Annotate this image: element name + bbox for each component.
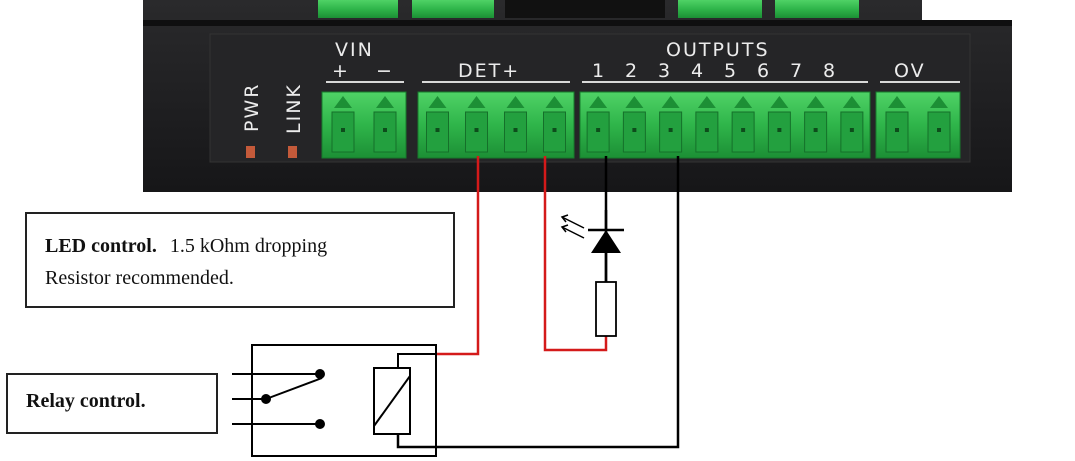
controller-device: VIN + − DET+ OUTPUTS 1 2 3 4 5 6 7 8 OV … xyxy=(143,0,1012,192)
terminal-screw xyxy=(668,128,673,132)
terminal-arrow-icon xyxy=(428,96,447,108)
terminal-screw xyxy=(552,128,557,132)
relay-control-note: Relay control. xyxy=(6,373,218,434)
terminal-arrow-icon xyxy=(888,96,906,108)
relay-note-title: Relay control. xyxy=(26,390,146,412)
output-number-7: 7 xyxy=(790,60,804,82)
vin-plus-label: + xyxy=(332,60,350,82)
terminal-arrow-icon xyxy=(545,96,564,108)
status-leds xyxy=(246,146,297,158)
terminal-screw xyxy=(849,128,854,132)
terminal-slots xyxy=(331,96,951,153)
led-control-note: LED control. 1.5 kOhm dropping Resistor … xyxy=(25,212,455,308)
resistor-symbol xyxy=(595,281,617,337)
terminal-screw xyxy=(596,128,601,132)
pwr-led xyxy=(246,146,255,158)
led-note-body-line1: 1.5 kOhm dropping xyxy=(169,235,328,257)
terminal-arrow-icon xyxy=(806,96,825,108)
output-number-3: 3 xyxy=(658,60,672,82)
led-note-title: LED control. xyxy=(45,235,157,257)
terminal-screw xyxy=(937,128,941,132)
terminal-screw xyxy=(341,128,345,132)
output-number-4: 4 xyxy=(691,60,705,82)
terminal-arrow-icon xyxy=(930,96,948,108)
light-emission-arrows-icon xyxy=(560,214,585,239)
det-label: DET+ xyxy=(458,60,520,82)
relay-switch-contacts xyxy=(232,369,325,429)
terminal-screw xyxy=(383,128,387,132)
terminal-screw xyxy=(741,128,746,132)
top-connectors xyxy=(318,0,859,18)
vin-label: VIN xyxy=(335,39,374,61)
terminal-screw xyxy=(435,128,440,132)
outputs-label: OUTPUTS xyxy=(666,39,770,61)
led-symbol xyxy=(560,210,624,286)
terminal-screw xyxy=(704,128,709,132)
terminal-arrow-icon xyxy=(376,96,394,108)
output-number-2: 2 xyxy=(625,60,639,82)
terminal-arrow-icon xyxy=(661,96,680,108)
terminal-arrow-icon xyxy=(697,96,716,108)
output-number-1: 1 xyxy=(592,60,606,82)
terminal-arrow-icon xyxy=(589,96,608,108)
output-number-6: 6 xyxy=(757,60,771,82)
terminal-arrow-icon xyxy=(734,96,753,108)
terminal-screw xyxy=(513,128,518,132)
led-note-body-line2: Resistor recommended. xyxy=(45,267,234,289)
link-label: LINK xyxy=(283,83,305,134)
output-number-8: 8 xyxy=(823,60,837,82)
terminal-screw xyxy=(895,128,899,132)
terminal-arrow-icon xyxy=(506,96,525,108)
terminal-arrow-icon xyxy=(842,96,861,108)
terminal-screw xyxy=(813,128,818,132)
vin-minus-label: − xyxy=(376,60,394,82)
terminal-arrow-icon xyxy=(770,96,789,108)
terminal-screw xyxy=(632,128,637,132)
red-wire-resistor xyxy=(543,156,608,352)
link-led xyxy=(288,146,297,158)
terminal-arrow-icon xyxy=(467,96,486,108)
ov-label: OV xyxy=(894,60,926,82)
red-wire-relay xyxy=(436,156,480,356)
terminal-screw xyxy=(777,128,782,132)
terminal-arrow-icon xyxy=(625,96,644,108)
output-number-5: 5 xyxy=(724,60,738,82)
relay-symbol xyxy=(232,344,437,457)
terminal-screw xyxy=(474,128,479,132)
pwr-label: PWR xyxy=(241,83,263,132)
terminal-arrow-icon xyxy=(334,96,352,108)
